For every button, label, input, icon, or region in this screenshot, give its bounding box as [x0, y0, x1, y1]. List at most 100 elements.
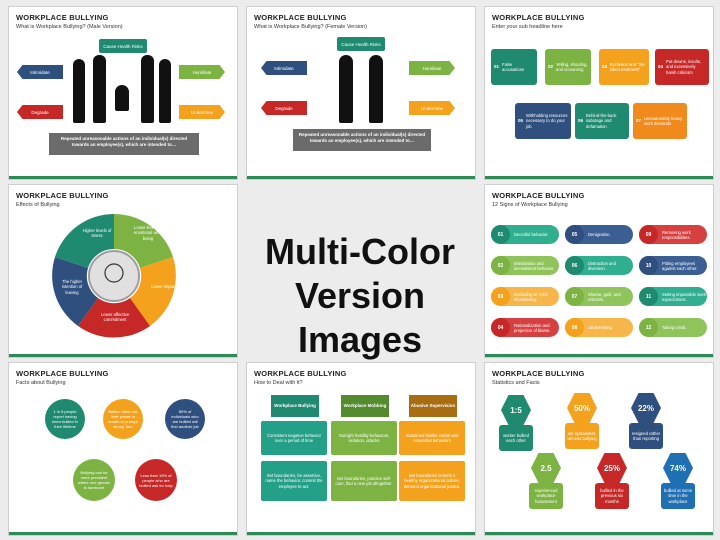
- stat-value: 22%: [631, 393, 661, 423]
- segment-label: Lower importance: [151, 284, 185, 290]
- headline-line-1: Multi-Color: [265, 231, 455, 272]
- tag-degrade: Degrade: [261, 101, 307, 115]
- sign-item: 06 Distraction and diversion.: [565, 256, 633, 275]
- slide-effects[interactable]: WORKPLACE BULLYING Effects of Bullying L…: [8, 184, 238, 358]
- stat-value: 25%: [597, 453, 627, 483]
- segment-1: [114, 214, 173, 268]
- sign-number: 10: [639, 256, 658, 275]
- slide-female-version[interactable]: WORKPLACE BULLYING What is Workplace Bul…: [246, 6, 476, 180]
- stat-text: are bystanders, witness bullying: [565, 423, 599, 449]
- slide-subtitle: Enter your sub headline here: [492, 24, 563, 30]
- sign-text: Excluding or 'cold-shouldering'.: [514, 291, 549, 302]
- tag-health: Cause Health Risks: [99, 39, 147, 53]
- slide-male-version[interactable]: WORKPLACE BULLYING What is Workplace Bul…: [8, 6, 238, 180]
- sign-number: 08: [565, 318, 584, 337]
- sign-text: Removing work responsibilities.: [662, 229, 691, 240]
- stat-text: resigned rather than reporting: [629, 423, 663, 449]
- sign-text: Intimidation and inconsistent behavior.: [514, 260, 555, 271]
- sign-number: 07: [565, 287, 584, 306]
- column-mid: Sustained hostile verbal and nonverbal b…: [399, 421, 465, 455]
- sign-item: 10 Pitting employees against each other.: [639, 256, 707, 275]
- slide-title: WORKPLACE BULLYING: [254, 13, 347, 22]
- silhouette-figure: [141, 55, 154, 123]
- sign-item: 03 Excluding or 'cold-shouldering'.: [491, 287, 559, 306]
- fact-circle: Less than 15% of people who are bullied …: [135, 459, 177, 501]
- caption-box: Repeated unreasonable actions of an indi…: [293, 129, 431, 151]
- effects-ring: [52, 214, 176, 338]
- sign-text: Pitting employees against each other.: [662, 260, 698, 271]
- sign-number: 12: [639, 318, 658, 337]
- tag-undermine: Undermine: [179, 105, 225, 119]
- stat-value: 50%: [567, 393, 597, 423]
- sign-text: Distraction and diversion.: [588, 260, 616, 271]
- tag-humiliate: Humiliate: [409, 61, 455, 75]
- segment-label: Lower affective commitment: [100, 311, 130, 323]
- stat-value: 2.5: [531, 453, 561, 483]
- tag-undermine: Undermine: [409, 101, 455, 115]
- fact-circle: Bullying can be more prevalent where one…: [73, 459, 115, 501]
- sign-text: Shame, guilt, and criticism.: [588, 291, 621, 302]
- headline-line-2: Version Images: [294, 275, 426, 360]
- slide-statistics[interactable]: WORKPLACE BULLYING Statistics and Facts …: [484, 362, 714, 536]
- slide-title: WORKPLACE BULLYING: [254, 369, 347, 378]
- slide-subtitle: Facts about Bullying: [16, 380, 66, 386]
- sign-text: Deceitful behavior.: [514, 232, 549, 237]
- segment-2: [130, 257, 176, 326]
- sign-text: Undermining.: [588, 325, 613, 330]
- sign-item: 01 Deceitful behavior.: [491, 225, 559, 244]
- slide-facts[interactable]: WORKPLACE BULLYING Facts about Bullying …: [8, 362, 238, 536]
- slide-how-to-deal[interactable]: WORKPLACE BULLYING How to Deal with it? …: [246, 362, 476, 536]
- slide-12-signs[interactable]: WORKPLACE BULLYING 12 Signs of Workplace…: [484, 184, 714, 358]
- silhouette-victim: [115, 85, 129, 111]
- column-bottom: Set boundaries, be assertive, name the b…: [261, 461, 327, 501]
- slide-subtitle: What is Workplace Bullying? (Male Versio…: [16, 24, 123, 30]
- tag-health: Cause Health Risks: [337, 37, 385, 51]
- segment-3: [78, 298, 150, 338]
- slide-subtitle: What is Workplace Bullying? (Female Vers…: [254, 24, 367, 30]
- slide-subtitle: 12 Signs of Workplace Bullying: [492, 202, 568, 208]
- slide-subtitle: Effects of Bullying: [16, 202, 60, 208]
- sign-number: 09: [639, 225, 658, 244]
- column-head: Abusive Supervision: [409, 395, 457, 417]
- sign-item: 08 Undermining.: [565, 318, 633, 337]
- tag-humiliate: Humiliate: [179, 65, 225, 79]
- sign-number: 05: [565, 225, 584, 244]
- sign-text: Rationalization and projection of blame.: [514, 322, 551, 333]
- column-bottom: Set boundaries, practice self-care, find…: [331, 461, 397, 501]
- silhouette-woman: [369, 55, 383, 123]
- segment-5: [55, 214, 114, 268]
- slide-subtitle: Statistics and Facts: [492, 380, 540, 386]
- slide-title: WORKPLACE BULLYING: [16, 369, 109, 378]
- column-head: Workplace Mobbing: [341, 395, 389, 417]
- slide-title: WORKPLACE BULLYING: [492, 369, 585, 378]
- silhouette-figure: [93, 55, 106, 123]
- caption-box: Repeated unreasonable actions of an indi…: [49, 133, 199, 155]
- sign-number: 06: [565, 256, 584, 275]
- slide-sub-headline[interactable]: WORKPLACE BULLYING Enter your sub headli…: [484, 6, 714, 180]
- slide-title: WORKPLACE BULLYING: [492, 13, 585, 22]
- tag-degrade: Degrade: [17, 105, 63, 119]
- sign-number: 01: [491, 225, 510, 244]
- fact-circle: 80% of individuals who are bullied will …: [165, 399, 205, 439]
- tag-intimidate: Intimidate: [17, 65, 63, 79]
- silhouette-woman: [339, 55, 353, 123]
- sign-item: 04 Rationalization and projection of blam…: [491, 318, 559, 337]
- person-icon: [104, 263, 124, 283]
- sign-item: 05 Denigration.: [565, 225, 633, 244]
- sign-number: 03: [491, 287, 510, 306]
- sign-text: Denigration.: [588, 232, 611, 237]
- slide-subtitle: How to Deal with it?: [254, 380, 303, 386]
- stat-text: experienced workplace harassment: [529, 483, 563, 509]
- column-head: Workplace Bullying: [271, 395, 319, 417]
- sign-number: 04: [491, 318, 510, 337]
- silhouette-figure: [73, 59, 85, 123]
- segment-4: [52, 257, 98, 326]
- sign-text: Setting impossible work expectations.: [662, 291, 706, 302]
